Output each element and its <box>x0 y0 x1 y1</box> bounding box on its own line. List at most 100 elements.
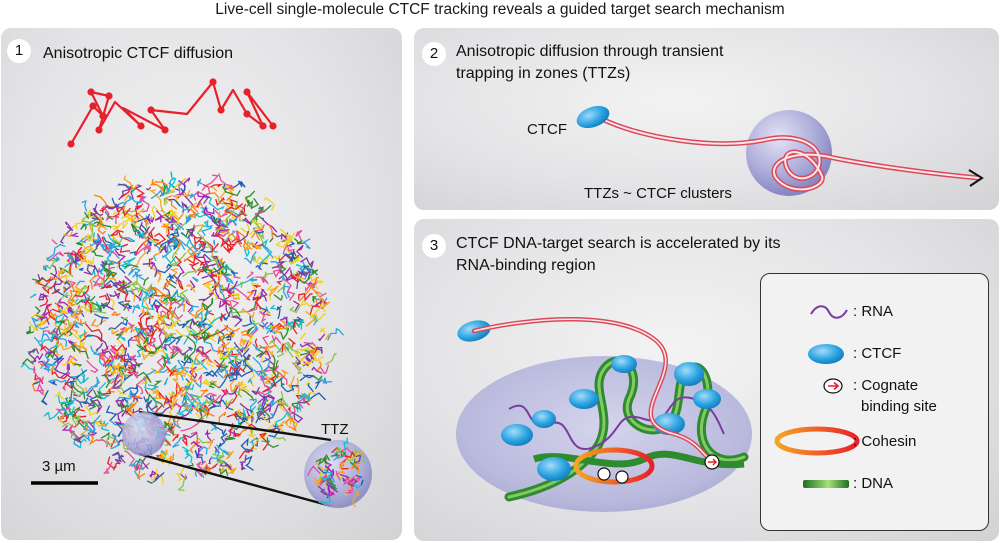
trajectory-segment <box>202 266 212 272</box>
trajectory-segment <box>93 389 104 400</box>
trajectory-segment <box>111 365 120 377</box>
trajectory-segment <box>271 260 285 269</box>
trajectory-segment <box>197 326 208 340</box>
trajectory-segment <box>71 377 85 397</box>
trajectory-segment <box>314 312 326 321</box>
ctcf-molecules <box>457 320 721 481</box>
trajectory-segment <box>279 316 288 325</box>
trajectory-segment <box>150 468 158 484</box>
trajectory-segment <box>79 401 88 405</box>
trajectory-segment <box>142 340 152 354</box>
trajectory-segment <box>163 195 178 210</box>
trajectory-segment <box>130 287 136 302</box>
trajectory-segment <box>118 201 127 205</box>
trajectory-segment <box>201 275 209 279</box>
trajectory-segment <box>137 371 152 383</box>
trajectory-segment <box>141 299 155 311</box>
trajectory-segment <box>276 305 282 320</box>
trajectory-segment <box>247 377 253 384</box>
trajectory-segment <box>51 255 60 263</box>
trajectory-segment <box>217 284 228 291</box>
trajectory-segment <box>228 306 241 317</box>
trajectory-segment <box>163 377 169 386</box>
trajectory-segment <box>186 325 202 337</box>
trajectory-segment <box>85 323 103 343</box>
trajectory-segment <box>173 181 183 199</box>
trajectory-segment <box>91 212 101 221</box>
trajectory-segment <box>248 436 258 448</box>
trajectory-segment <box>230 315 243 327</box>
trajectory-segment <box>274 365 288 385</box>
legend-icons <box>774 305 860 488</box>
trajectory-segment <box>146 472 165 484</box>
trajectory-segment <box>178 385 188 395</box>
trajectory-segment <box>208 399 220 407</box>
trajectory-segment <box>234 230 249 244</box>
legend-rna: : RNA <box>853 303 894 320</box>
trajectory-segment <box>123 175 138 191</box>
trajectory-segment <box>173 366 186 381</box>
trajectory-segment <box>318 333 326 342</box>
panel2-title-line1: Anisotropic diffusion through transient <box>456 43 724 60</box>
trajectory-segment <box>272 354 279 380</box>
trajectory-segment <box>162 326 167 334</box>
trajectory-segment <box>186 228 196 238</box>
trajectory-segment <box>293 300 300 311</box>
trajectory-segment <box>150 386 160 397</box>
trajectory-segment <box>190 393 202 406</box>
trajectory-segment <box>261 321 274 330</box>
trajectory-segment <box>151 298 163 308</box>
cognate-site-icon <box>823 378 843 394</box>
trajectory-segment <box>313 314 318 326</box>
trajectory-segment <box>338 461 346 474</box>
trajectory-segment <box>171 252 187 265</box>
trajectory-segment <box>191 361 204 371</box>
trajectory-segment <box>213 239 216 246</box>
trajectory-segment <box>203 341 226 357</box>
trajectory-segment <box>84 405 98 416</box>
trajectory-segment <box>91 247 104 258</box>
trajectory-segment <box>195 310 207 332</box>
trajectory-segment <box>170 171 177 184</box>
trajectory-segment <box>121 209 137 214</box>
trajectory-segment <box>180 417 204 432</box>
trajectory-segment <box>127 336 135 348</box>
trajectory-segment <box>226 242 238 252</box>
trajectory-segment <box>84 297 93 315</box>
trajectory-segment <box>229 379 239 393</box>
trajectory-segment <box>114 280 125 290</box>
trajectory-segment <box>183 247 197 263</box>
ctcf-protein-icon <box>576 105 610 129</box>
trajectory-segment <box>164 210 181 226</box>
trajectory-segment <box>336 446 342 455</box>
trajectory-segment <box>317 485 329 496</box>
trajectory-segment <box>269 360 279 371</box>
trajectory-segment <box>119 402 129 412</box>
trajectory-segment <box>174 255 182 266</box>
trajectory-segment <box>244 251 257 265</box>
trajectory-segment <box>301 265 311 280</box>
trajectory-segment <box>347 478 358 487</box>
trajectory-segment <box>55 270 68 280</box>
legend-cognate-line2: binding site <box>861 398 937 415</box>
trajectory-segment <box>34 306 44 322</box>
trajectory-segment <box>193 187 211 201</box>
trajectory-segment <box>318 495 332 504</box>
arrow-head-icon <box>968 169 984 187</box>
trajectory-segment <box>280 341 294 358</box>
trajectory-segment <box>169 298 181 306</box>
trajectory-segment <box>260 307 268 314</box>
trajectory-segment <box>201 298 214 311</box>
trajectory-segment <box>165 365 173 376</box>
trajectory-segment <box>253 297 262 309</box>
trajectory-segment <box>134 334 144 345</box>
trajectory-segment <box>254 338 258 348</box>
trajectory-segment <box>319 377 333 385</box>
legend: : RNA : CTCF : Cognate binding site : Co… <box>760 273 989 531</box>
trajectory-segment <box>127 267 141 278</box>
trajectory-segment <box>27 348 40 363</box>
trajectory-segment <box>218 297 228 309</box>
trajectory-segment <box>228 356 239 372</box>
trajectory-segment <box>263 271 274 279</box>
cohesin-ring-icon <box>774 426 860 456</box>
